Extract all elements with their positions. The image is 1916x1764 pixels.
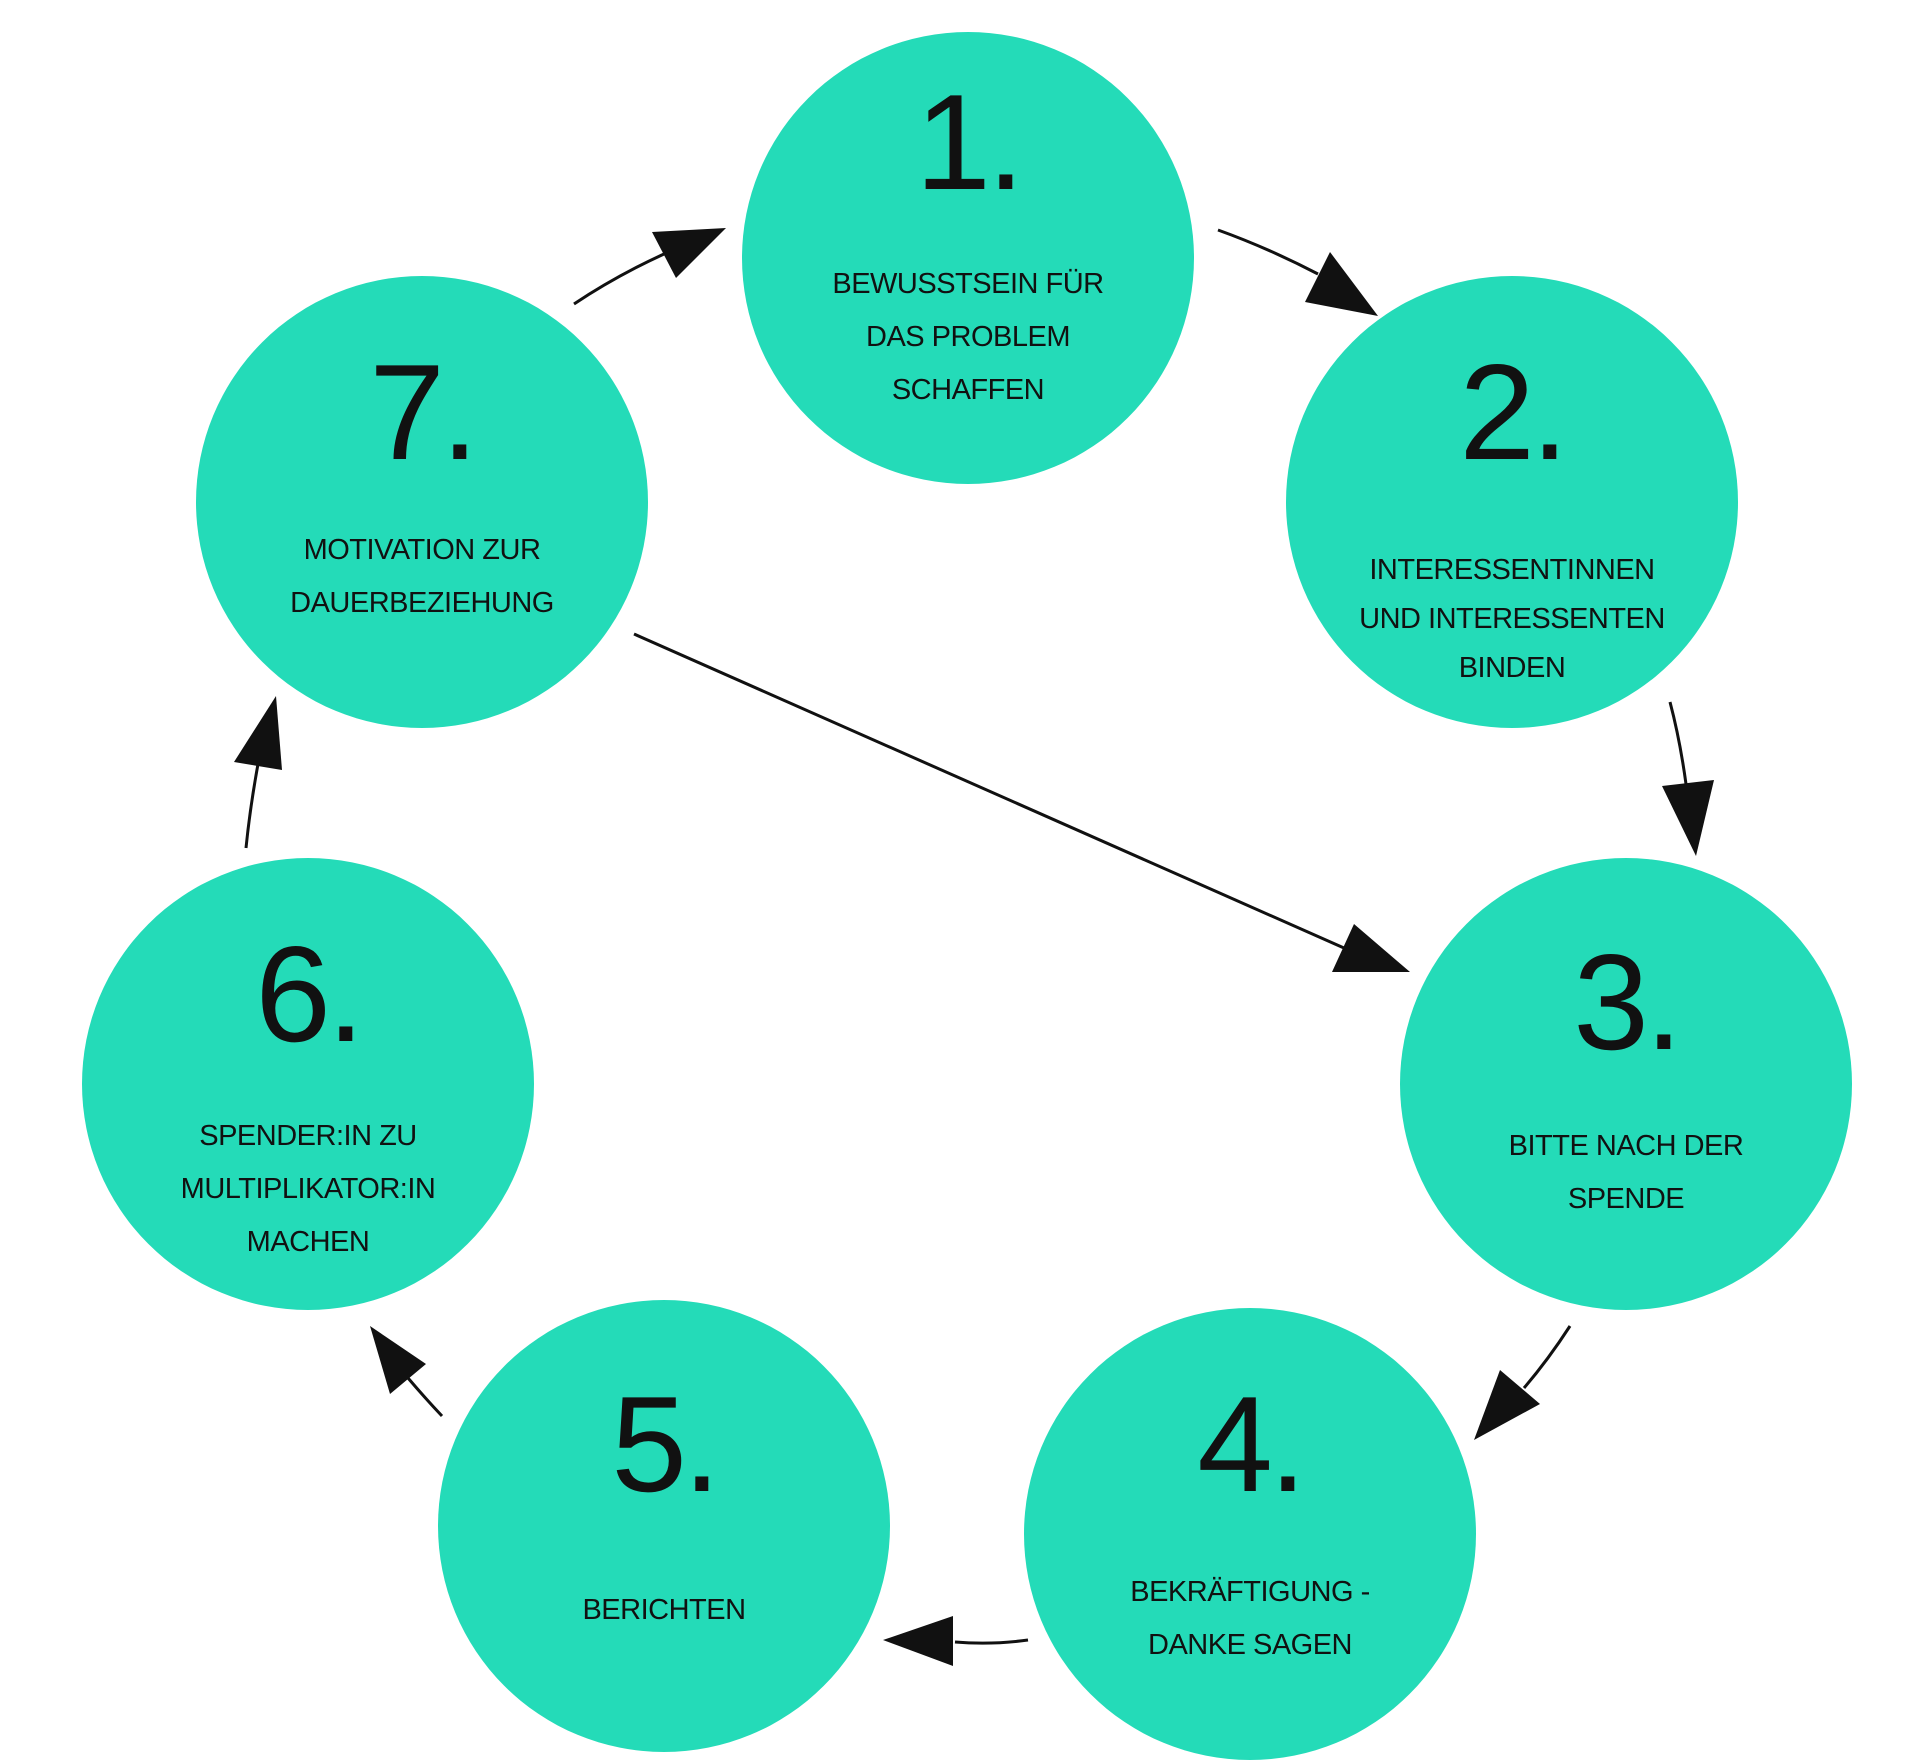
arrow-6-to-7 (244, 763, 260, 849)
step-label: BEWUSSTSEIN FÜR DAS PROBLEM SCHAFFEN (762, 258, 1174, 417)
step-number: 1. (915, 66, 1024, 218)
step-circle-1: 1. BEWUSSTSEIN FÜR DAS PROBLEM SCHAFFEN (742, 32, 1194, 484)
step-label-line: DAUERBEZIEHUNG (290, 587, 554, 619)
step-label: BERICHTEN (458, 1584, 870, 1637)
step-circle-3: 3. BITTE NACH DER SPENDE (1400, 858, 1852, 1310)
step-label-line: MOTIVATION ZUR (303, 534, 541, 566)
step-number: 7. (369, 336, 478, 488)
arrowhead-2-to-3 (1662, 780, 1714, 856)
arrowhead-3-to-4 (1474, 1370, 1540, 1440)
step-label-line: DANKE SAGEN (1148, 1629, 1353, 1661)
arrowhead-5-to-6 (370, 1326, 426, 1394)
step-circle-5: 5. BERICHTEN (438, 1300, 890, 1752)
step-label: MOTIVATION ZUR DAUERBEZIEHUNG (216, 524, 628, 630)
arrow-5-to-6 (406, 1377, 444, 1418)
step-label-line: BITTE NACH DER (1508, 1130, 1744, 1162)
arrow-1-to-2 (1217, 228, 1319, 276)
arrowhead-7-to-1 (652, 228, 726, 278)
step-label: INTERESSENTINNEN UND INTERESSENTEN BINDE… (1306, 546, 1718, 693)
step-circle-2: 2. INTERESSENTINNEN UND INTERESSENTEN BI… (1286, 276, 1738, 728)
arrowhead-4-to-5 (883, 1616, 953, 1666)
step-label-line: MACHEN (246, 1226, 370, 1258)
step-number: 3. (1573, 926, 1682, 1078)
step-number: 2. (1459, 336, 1568, 488)
step-label-line: SPENDE (1567, 1183, 1685, 1215)
step-label-line: BERICHTEN (582, 1594, 746, 1626)
step-circle-7: 7. MOTIVATION ZUR DAUERBEZIEHUNG (196, 276, 648, 728)
step-number: 4. (1197, 1368, 1306, 1520)
arrowhead-7-to-3 (1332, 924, 1410, 972)
step-label: BITTE NACH DER SPENDE (1420, 1120, 1832, 1226)
step-label-line: SPENDER:IN ZU (199, 1120, 417, 1152)
step-label-line: UND INTERESSENTEN (1359, 603, 1665, 635)
arrowhead-1-to-2 (1305, 252, 1378, 316)
arrow-2-to-3 (1668, 701, 1688, 785)
arrow-7-to-1 (573, 252, 665, 306)
step-label-line: BEWUSSTSEIN FÜR (832, 268, 1104, 300)
step-label-line: DAS PROBLEM (866, 321, 1071, 353)
step-label: BEKRÄFTIGUNG - DANKE SAGEN (1044, 1566, 1456, 1672)
step-number: 5. (611, 1368, 720, 1520)
arrowhead-6-to-7 (234, 696, 282, 770)
step-label-line: SCHAFFEN (891, 374, 1045, 406)
step-label-line: MULTIPLIKATOR:IN (180, 1173, 436, 1205)
step-circle-6: 6. SPENDER:IN ZU MULTIPLIKATOR:IN MACHEN (82, 858, 534, 1310)
arrow-3-to-4 (1522, 1325, 1572, 1389)
step-label-line: BEKRÄFTIGUNG - (1130, 1576, 1370, 1608)
step-number: 6. (255, 918, 364, 1070)
arrow-7-to-3 (633, 632, 1345, 950)
step-label-line: INTERESSENTINNEN (1369, 554, 1655, 586)
step-label: SPENDER:IN ZU MULTIPLIKATOR:IN MACHEN (102, 1110, 514, 1269)
step-label-line: BINDEN (1458, 652, 1566, 684)
arrow-4-to-5 (954, 1638, 1029, 1645)
step-circle-4: 4. BEKRÄFTIGUNG - DANKE SAGEN (1024, 1308, 1476, 1760)
